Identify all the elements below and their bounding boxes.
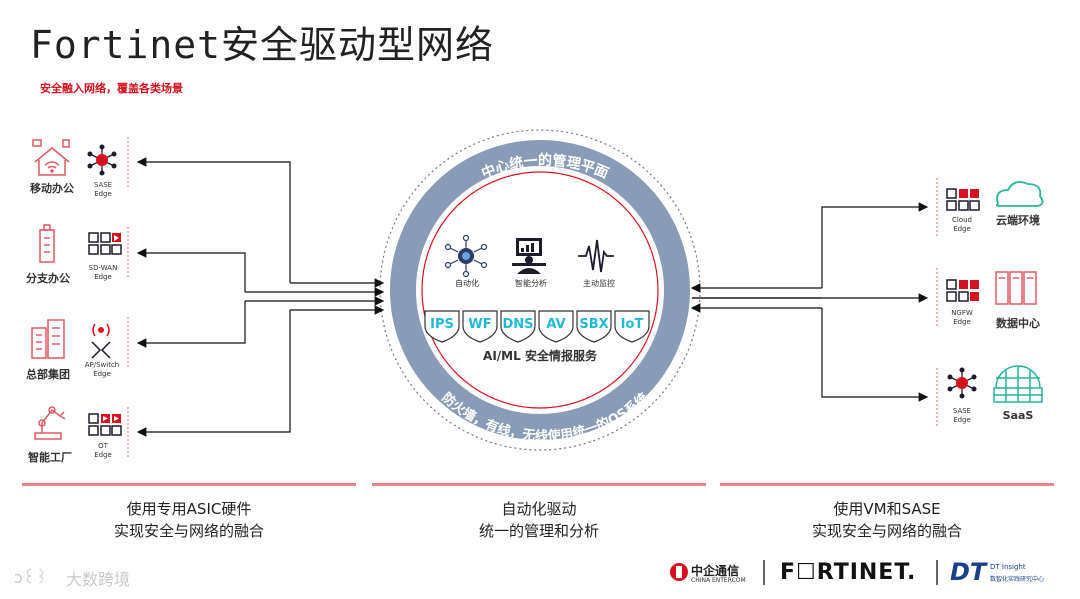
cloud-edge-icon [946, 188, 980, 211]
datacenter-icon [995, 271, 1037, 305]
right-node-label-saas: SaaS [1002, 409, 1034, 422]
sdwan-edge-icon [88, 232, 122, 255]
left-node-label-mobile: 移动办公 [30, 182, 74, 195]
services-label: AI/ML 安全情报服务 [483, 348, 598, 363]
page-title: Fortinet安全驱动型网络 [30, 23, 495, 67]
sase-edge-icon-left [87, 144, 117, 176]
service-wf: WF [468, 317, 491, 332]
ot-edge-icon [88, 413, 122, 436]
right-connectors [690, 202, 929, 402]
smart-factory-icon [34, 406, 66, 440]
page-subtitle: 安全融入网络，覆盖各类场景 [40, 82, 183, 95]
watermark-text: 大数跨境 [66, 570, 131, 589]
china-entercom-logo-mark [670, 563, 688, 581]
bottom-bar-center [372, 483, 706, 486]
right-node-label-cloud: 云端环境 [996, 214, 1040, 227]
service-iot: IoT [621, 317, 644, 332]
dt-logo-line2: 数智化实践研究中心 [990, 576, 1045, 583]
left-node-label-factory: 智能工厂 [28, 451, 72, 464]
analytics-icon [512, 238, 546, 274]
bottom-caption-left: 使用专用ASIC硬件实现安全与网络的融合 [113, 500, 264, 540]
inner-red-circle [421, 171, 659, 409]
branch-office-icon [39, 224, 55, 263]
service-ips: IPS [430, 317, 454, 332]
china-entercom-logo-cn: 中企通信 [691, 564, 740, 578]
china-entercom-logo-en: CHINA ENTERCOM [691, 577, 746, 584]
feature-label-automation: 自动化 [455, 278, 479, 288]
fortinet-logo: F☐RTINET. [780, 560, 917, 585]
bottom-bar-right [720, 483, 1054, 486]
headquarters-icon [31, 319, 65, 359]
service-shields [424, 310, 650, 343]
right-node-label-datacenter: 数据中心 [996, 317, 1040, 330]
dt-logo-line1: DT Insight [990, 563, 1026, 571]
left-connectors [136, 157, 385, 437]
automation-icon [444, 234, 488, 278]
bottom-bar-left [22, 483, 356, 486]
monitoring-icon [578, 239, 614, 273]
dt-logo: DT [950, 558, 987, 586]
feature-label-analytics: 智能分析 [515, 278, 547, 288]
left-node-label-hq: 总部集团 [26, 368, 70, 381]
left-node-label-branch: 分支办公 [26, 272, 70, 285]
cloud-icon [995, 181, 1044, 207]
bottom-caption-center: 自动化驱动统一的管理和分析 [478, 500, 599, 540]
ngfw-edge-icon [946, 279, 979, 302]
feature-label-monitoring: 主动监控 [583, 278, 615, 288]
service-sbx: SBX [579, 317, 608, 332]
sase-edge-icon-right [947, 367, 977, 399]
ap-switch-edge-icon [91, 323, 111, 359]
management-ring [390, 140, 690, 440]
home-wifi-icon [32, 139, 70, 176]
watermark-logo-mark: ↄ꒰꒱ [14, 568, 48, 587]
service-av: AV [546, 317, 565, 332]
saas-globe-icon [993, 365, 1043, 403]
service-dns: DNS [502, 317, 533, 332]
